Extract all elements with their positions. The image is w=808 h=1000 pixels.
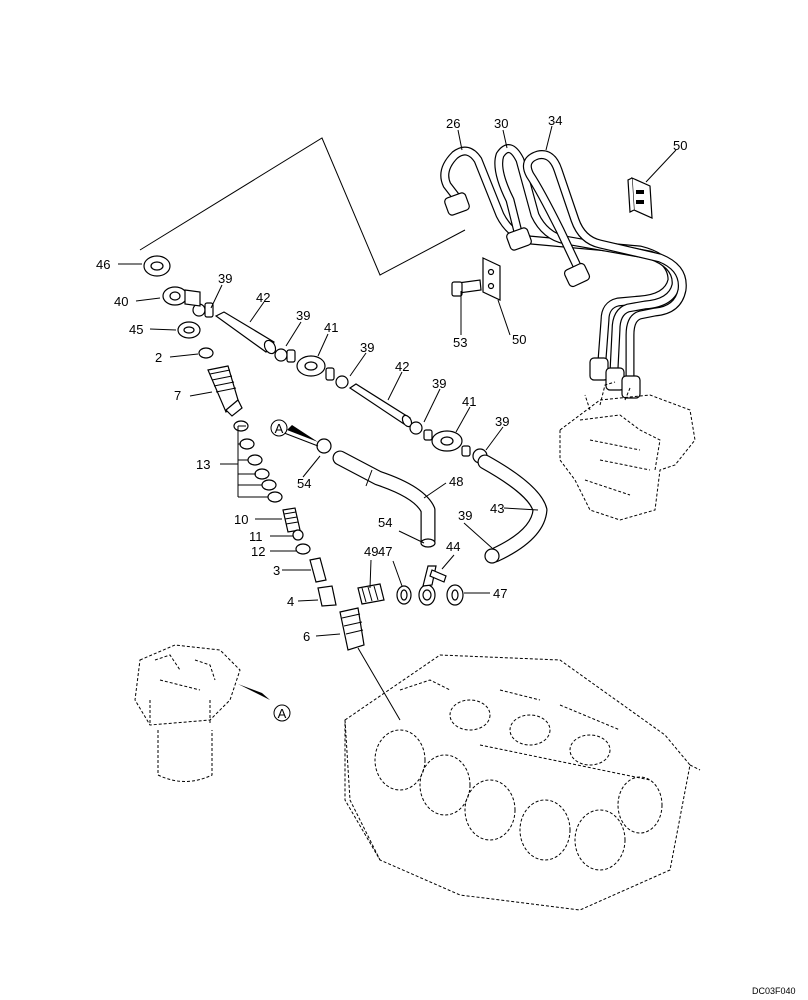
injection-pump-outline (559, 381, 696, 521)
callout-11: 11 (249, 529, 263, 544)
callout-47-b: 47 (493, 586, 507, 601)
callout-50-lower: 50 (512, 332, 526, 347)
injection-pipes (440, 144, 687, 399)
callout-4: 4 (287, 594, 294, 609)
callout-39-b: 39 (296, 308, 310, 323)
callout-41-a: 41 (324, 320, 338, 335)
leader-outline (139, 137, 466, 276)
engine-block-outline (344, 654, 701, 911)
callout-54-a: 54 (297, 476, 311, 491)
callout-54-b: 54 (378, 515, 392, 530)
callout-34: 34 (548, 113, 562, 128)
callout-30: 30 (494, 116, 508, 131)
callout-39-d: 39 (432, 376, 446, 391)
leader-lines (118, 125, 677, 721)
callout-2: 2 (155, 350, 162, 365)
callout-43: 43 (490, 501, 504, 516)
callout-41-b: 41 (462, 394, 476, 409)
callout-12: 12 (251, 544, 265, 559)
callout-39-a: 39 (218, 271, 232, 286)
ref-marker-a-lower: A (273, 704, 291, 722)
return-banjo-parts (357, 565, 464, 606)
overflow-pipe-train (192, 302, 488, 464)
ref-marker-label: A (278, 706, 287, 721)
callout-7: 7 (174, 388, 181, 403)
callout-labels: 26 30 34 50 46 39 42 40 39 45 41 53 50 3… (96, 113, 687, 644)
diagram-code: DC03F040 (752, 986, 796, 996)
callout-39-c: 39 (360, 340, 374, 355)
callout-26: 26 (446, 116, 460, 131)
callout-6: 6 (303, 629, 310, 644)
callout-40: 40 (114, 294, 128, 309)
callout-10: 10 (234, 512, 248, 527)
callout-39-e: 39 (495, 414, 509, 429)
callout-42-a: 42 (256, 290, 270, 305)
callout-42-b: 42 (395, 359, 409, 374)
callout-39-f: 39 (458, 508, 472, 523)
bracket-50-bolt-53 (451, 257, 501, 301)
callout-45: 45 (129, 322, 143, 337)
callout-49: 49 (364, 544, 378, 559)
callout-3: 3 (273, 563, 280, 578)
callout-13: 13 (196, 457, 210, 472)
hose-48 (316, 438, 436, 548)
callout-46: 46 (96, 257, 110, 272)
fuel-filter-outline (134, 644, 270, 782)
nozzle-holder-stack (143, 255, 365, 651)
callout-44: 44 (446, 539, 460, 554)
hose-43 (477, 454, 548, 564)
callout-50-upper: 50 (673, 138, 687, 153)
bracket-50-upper (627, 177, 653, 219)
callout-47-a: 47 (378, 544, 392, 559)
ref-marker-label: A (275, 421, 284, 436)
callout-53: 53 (453, 335, 467, 350)
ref-marker-a-upper: A (270, 419, 318, 442)
callout-48: 48 (449, 474, 463, 489)
